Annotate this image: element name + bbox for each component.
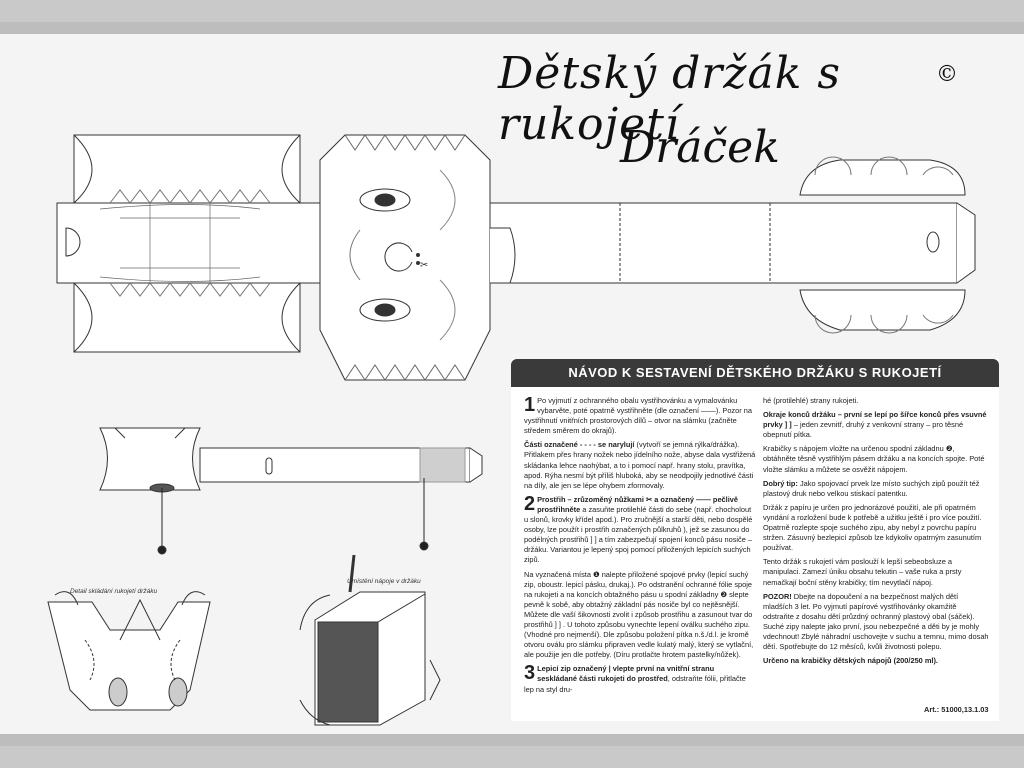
step-3-number: 3 [524, 662, 536, 685]
scissors-icon: ✂ [420, 260, 428, 271]
step-1-number: 1 [524, 394, 536, 416]
title-line-1: Dětský držák s rukojetí [498, 48, 841, 150]
title-line-2: Dráček [620, 122, 780, 173]
top-band [0, 0, 1024, 22]
instructions-panel [511, 359, 999, 721]
warning-bold: POZOR! [763, 591, 792, 601]
step-2-bold: Prostřih – zrůzoměný nůžkami ✂ a označen… [537, 494, 738, 514]
instructions-column-2: hé (protilehlé) strany rukojeti. Okraje … [763, 396, 989, 670]
caption-drink-placement: Umístění nápoje v držáku [347, 578, 421, 585]
tip-bold: Dobrý tip: [763, 478, 798, 488]
step-1-text: Po vyjmutí z ochranného obalu vystřihová… [524, 396, 752, 436]
edges-bold: Okraje konců držáku – první se lepí po š… [763, 410, 987, 430]
instructions-heading: NÁVOD K SESTAVENÍ DĚTSKÉHO DRŽÁKU S RUKO… [511, 359, 999, 387]
reuse-text: Držák z papíru je určen pro jednorázové … [763, 502, 982, 553]
intended-for-text: Určeno na krabičky dětských nápojů (200/… [763, 656, 938, 666]
step-3-text: , odstraňte fólii, přitlačte lep na styl… [524, 674, 746, 694]
step-3-bold: Lepicí zip označený | vlepte první na vn… [537, 664, 715, 684]
tip-text: Jako spojovací prvek lze místo suchých z… [763, 478, 980, 498]
attach-text: Na vyznačená místa ❶ nalepte přiložené s… [524, 569, 754, 660]
article-number: Art.: 51000,13.1.03 [924, 705, 989, 714]
fold-lines-text: (vytvoří se jemná rýlka/drážka). Přitlak… [524, 440, 756, 490]
copyright-symbol: © [936, 62, 958, 87]
purpose-text: Tento držák s rukojetí vám poslouží k le… [763, 557, 962, 587]
caption-fold-detail: Detail skládání rukojetí držáku [70, 588, 158, 595]
edges-text: – jeden zevnitř, druhý z venkovní strany… [763, 420, 964, 440]
col2-continuation: hé (protilehlé) strany rukojeti. [763, 396, 859, 405]
insert-box-text: Krabičky s nápojem vložte na určenou spo… [763, 444, 985, 474]
step-2-text: a zasuňte protilehlé části do sebe (např… [524, 504, 753, 565]
step-2-number: 2 [524, 492, 536, 515]
fold-lines-bold: Části označené - - - - se narylují [524, 440, 635, 450]
bottom-band [0, 746, 1024, 768]
warning-text: Dbejte na dopoučení a na bezpečnost malý… [763, 591, 989, 652]
